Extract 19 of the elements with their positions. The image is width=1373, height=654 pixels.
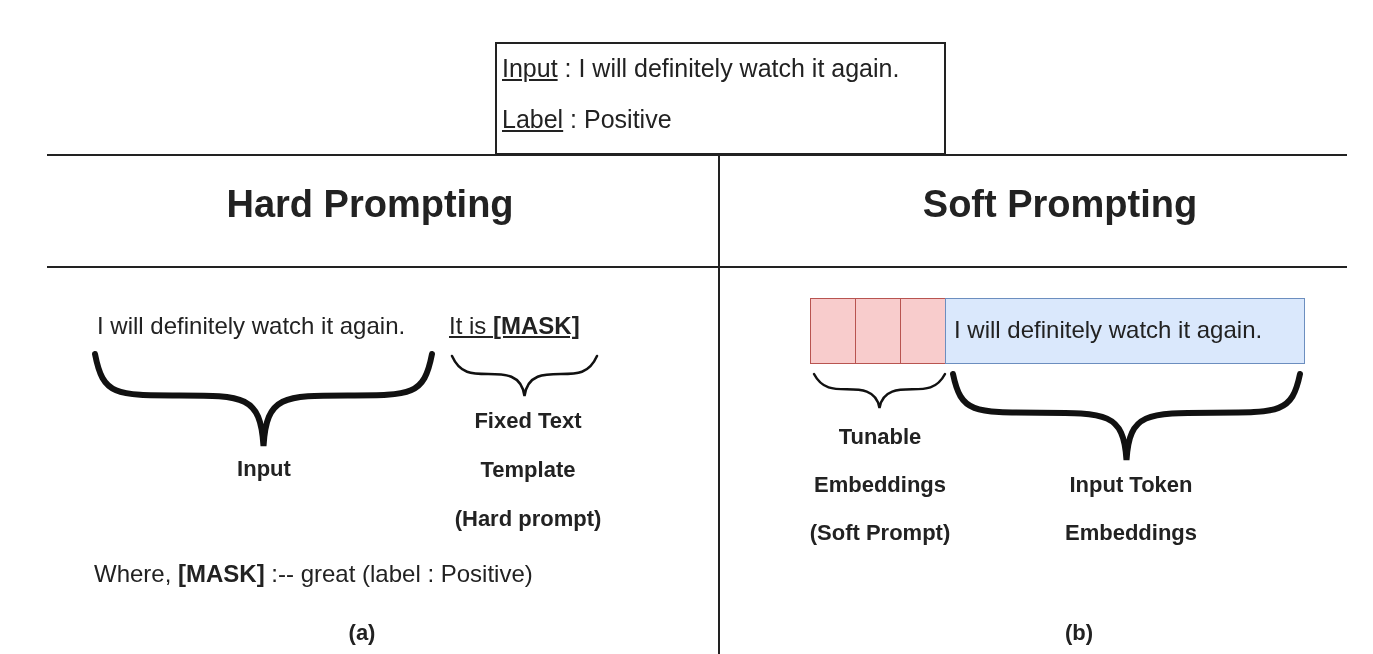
token-box xyxy=(945,298,1305,364)
section-heading: Soft Prompting xyxy=(922,183,1198,226)
brace-label: Fixed Text Template (Hard prompt) xyxy=(453,407,603,533)
sentence-text: I will definitely watch it again. xyxy=(97,312,406,340)
brace-label: Input xyxy=(237,456,291,482)
node-text: Input : I will definitely watch it again. xyxy=(502,54,901,83)
node-text: Label : Positive xyxy=(502,105,673,134)
embedding-cell xyxy=(900,298,946,364)
template-text: It is [MASK] xyxy=(449,312,580,340)
brace-label: Tunable Embeddings (Soft Prompt) xyxy=(808,423,952,547)
subfigure-label: (a) xyxy=(348,620,376,646)
embedding-cell xyxy=(810,298,856,364)
brace-label: Input Token Embeddings xyxy=(1064,471,1198,547)
note-text: Where, [MASK] :-- great (label : Positive) xyxy=(94,560,533,588)
subfigure-label: (b) xyxy=(1064,620,1094,646)
embedding-cell xyxy=(855,298,901,364)
sample-box xyxy=(495,42,946,155)
section-heading: Hard Prompting xyxy=(226,183,514,226)
node-text: I will definitely watch it again. xyxy=(954,316,1264,344)
